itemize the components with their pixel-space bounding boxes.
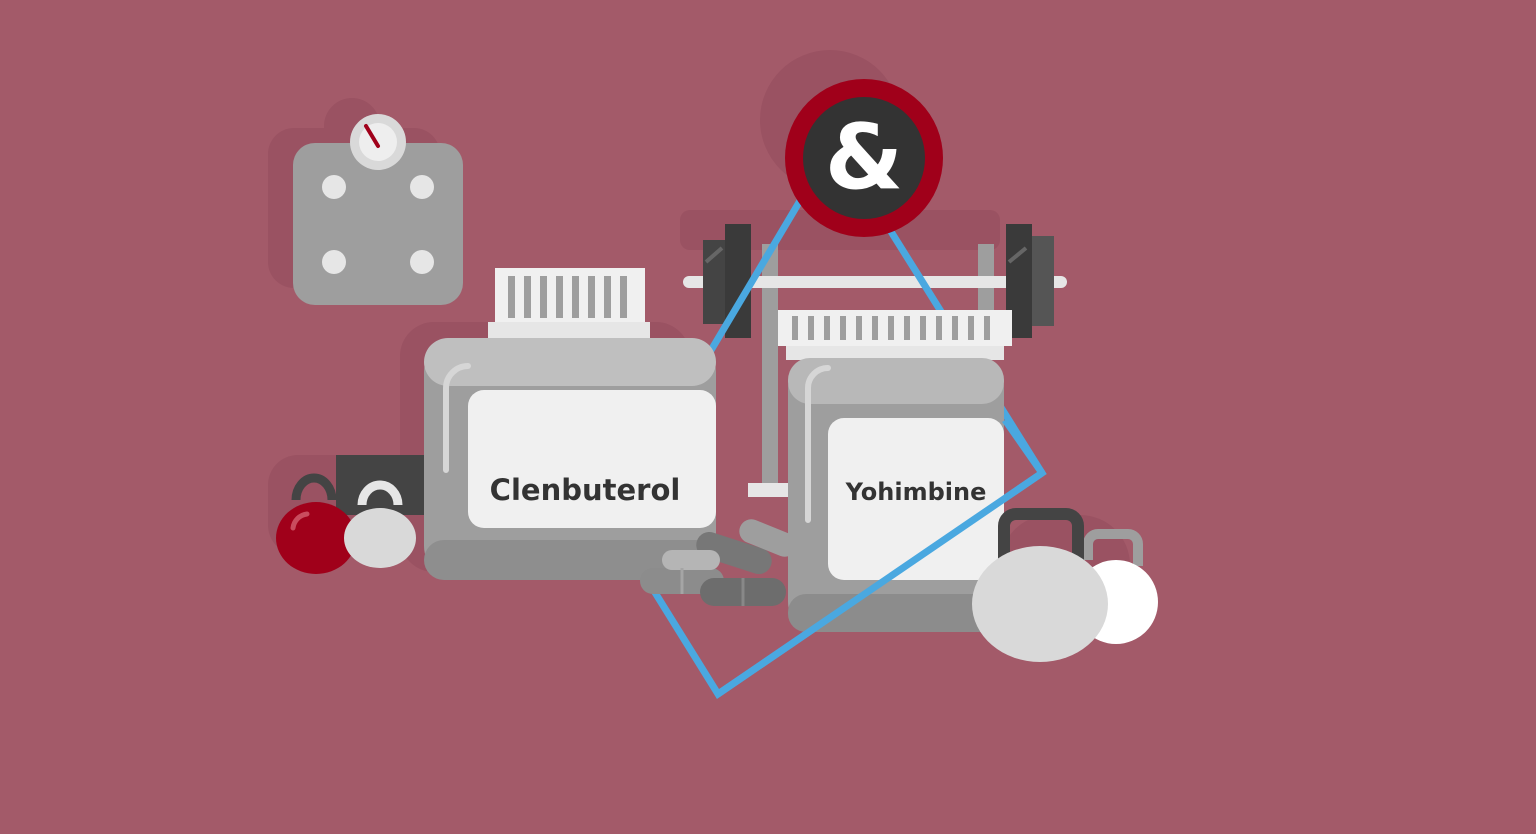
capsule-icon bbox=[640, 519, 797, 606]
kettlebell-icon bbox=[276, 455, 426, 574]
yohimbine-jar: Yohimbine bbox=[778, 310, 1012, 632]
kettlebell-icon bbox=[972, 508, 1158, 662]
clenbuterol-label: Clenbuterol bbox=[490, 473, 681, 507]
blue-frame-front bbox=[716, 417, 1045, 697]
clenbuterol-jar: Clenbuterol bbox=[424, 268, 716, 580]
ampersand-icon: & bbox=[785, 79, 943, 237]
ampersand-symbol: & bbox=[825, 105, 904, 210]
bathroom-scale-icon bbox=[293, 114, 463, 305]
yohimbine-label: Yohimbine bbox=[845, 478, 987, 506]
barbell-icon bbox=[683, 224, 1067, 497]
